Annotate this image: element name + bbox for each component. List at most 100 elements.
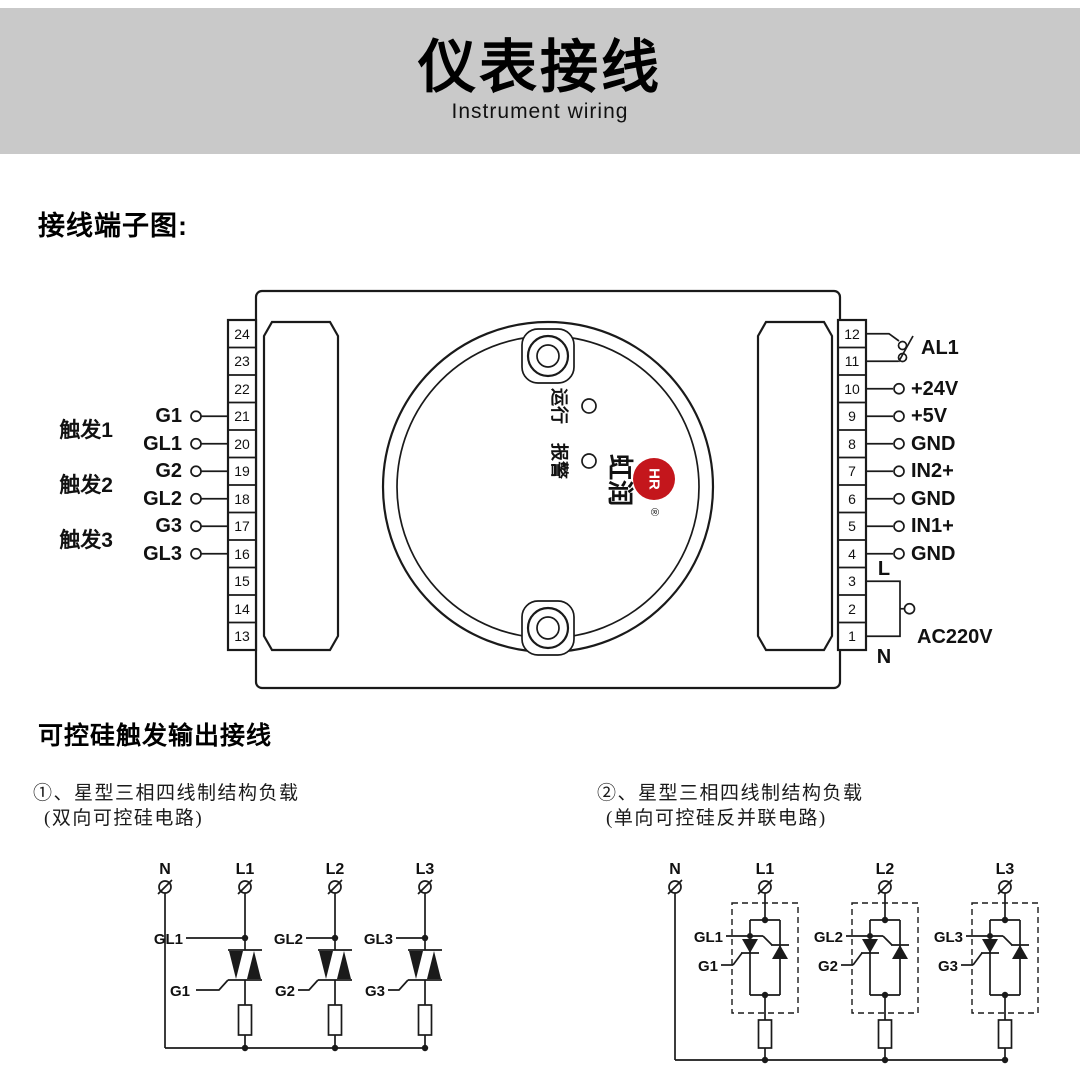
hr-logo-text: HR [646, 468, 663, 490]
terminal-number: 8 [848, 436, 856, 452]
scr-module-outline [851, 902, 919, 1014]
terminal-number: 24 [234, 326, 250, 342]
terminal-number: 3 [848, 573, 856, 589]
pin-label: G1 [155, 405, 182, 427]
phase-label: N [669, 861, 681, 878]
terminal-number: 18 [234, 491, 250, 507]
scr-module-outline [971, 902, 1039, 1014]
page-title: 仪表接线 [417, 34, 662, 100]
load-resistor [237, 1004, 253, 1036]
scr-symbol [1012, 945, 1028, 959]
trigger-label: G1 [698, 958, 718, 975]
scr-symbol [862, 939, 878, 953]
pin-label: AL1 [921, 337, 959, 359]
terminal-number: 4 [848, 546, 856, 562]
ac-power-bracket [866, 580, 916, 638]
phase-terminal-icon [877, 879, 893, 895]
pin-label: GND [911, 433, 955, 455]
run-led-icon [581, 398, 597, 414]
phase-terminal-icon [157, 879, 173, 895]
page-subtitle: Instrument wiring [451, 99, 629, 123]
phase-label: L3 [416, 861, 435, 878]
line-label: L [878, 558, 890, 580]
phase-label: L2 [876, 861, 895, 878]
terminal-number: 20 [234, 436, 250, 452]
terminal-number: 14 [234, 601, 250, 617]
terminal-number: 12 [844, 326, 860, 342]
load-resistor [417, 1004, 433, 1036]
alarm-led-icon [581, 453, 597, 469]
phase-label: L1 [756, 861, 775, 878]
triac-symbol [409, 951, 423, 979]
phase-label: L2 [326, 861, 345, 878]
scr-symbol [742, 939, 758, 953]
triac-symbol [229, 951, 243, 979]
left-terminal-strip: 24 23 22 21 20 19 18 17 16 15 14 13 [226, 318, 258, 652]
alarm-indicator-label: 报警 [549, 443, 570, 479]
pin-label: GND [911, 543, 955, 565]
phase-terminal-icon [237, 879, 253, 895]
pin-label: G3 [155, 515, 182, 537]
triac-symbol [319, 951, 333, 979]
output-circuits: N L1 L2 L3 [154, 861, 1039, 1064]
phase-label: L3 [996, 861, 1015, 878]
terminal-number: 13 [234, 628, 250, 644]
circuit1-title: ①、星型三相四线制结构负载 [33, 783, 300, 804]
gate-label: GL2 [274, 931, 303, 948]
pin-label: GL3 [143, 543, 182, 565]
phase-terminal-icon [667, 879, 683, 895]
phase-terminal-icon [417, 879, 433, 895]
terminal-number: 22 [234, 381, 250, 397]
pin-label: IN2+ [911, 460, 954, 482]
circuit2-title: ②、星型三相四线制结构负载 [597, 783, 864, 804]
circuit1-diagram: N L1 L2 L3 [154, 861, 442, 1052]
circuit2-subtitle: (单向可控硅反并联电路) [606, 808, 827, 829]
circuit2-diagram: N L1 L2 L3 [667, 861, 1039, 1064]
terminal-number: 7 [848, 463, 856, 479]
brand-name: 虹润 [605, 454, 635, 506]
trigger-label: G2 [818, 958, 838, 975]
terminal-number: 5 [848, 518, 856, 534]
terminal-diagram: 24 23 22 21 20 19 18 17 16 15 14 13 12 1… [59, 289, 993, 690]
terminal-number: 6 [848, 491, 856, 507]
pin-label: G2 [155, 460, 182, 482]
phase-terminal-icon [327, 879, 343, 895]
trigger-label: G2 [275, 983, 295, 1000]
terminal-number: 19 [234, 463, 250, 479]
right-connector-bay [756, 320, 834, 652]
trigger-label: G3 [938, 958, 958, 975]
gate-label: GL1 [694, 929, 723, 946]
registered-mark: ® [648, 508, 660, 516]
scr-pair-l3 [961, 893, 1039, 1064]
terminal-number: 17 [234, 518, 250, 534]
trigger-group-label: 触发2 [59, 473, 113, 497]
load-resistor [997, 1019, 1013, 1049]
terminal-section-heading: 接线端子图: [38, 211, 188, 241]
trigger-group-label: 触发1 [59, 418, 113, 442]
pin-label: IN1+ [911, 515, 954, 537]
trigger-label: G1 [170, 983, 190, 1000]
pin-label: GND [911, 488, 955, 510]
terminal-number: 2 [848, 601, 856, 617]
pin-label: GL1 [143, 433, 182, 455]
trigger-label: G3 [365, 983, 385, 1000]
run-indicator-label: 运行 [549, 388, 570, 424]
terminal-number: 15 [234, 573, 250, 589]
right-wiring: AL1 +24V +5V GND IN2+ GND IN1+ GND L N A… [866, 332, 993, 668]
gate-label: GL1 [154, 931, 183, 948]
scr-symbol [772, 945, 788, 959]
pin-label: +24V [911, 378, 959, 400]
scr-pair-l1 [721, 893, 799, 1064]
phase-label: L1 [236, 861, 255, 878]
terminal-number: 9 [848, 408, 856, 424]
triac-branch-l3 [388, 893, 442, 1052]
title-banner: 仪表接线 Instrument wiring [0, 8, 1080, 154]
terminal-number: 23 [234, 353, 250, 369]
terminal-number: 11 [845, 353, 860, 369]
al1-contact-symbol [866, 332, 914, 363]
load-resistor [757, 1019, 773, 1049]
neutral-label: N [877, 646, 891, 668]
right-terminal-strip: 12 11 10 9 8 7 6 5 4 3 2 1 [836, 318, 868, 652]
hr-logo-icon [633, 458, 675, 500]
